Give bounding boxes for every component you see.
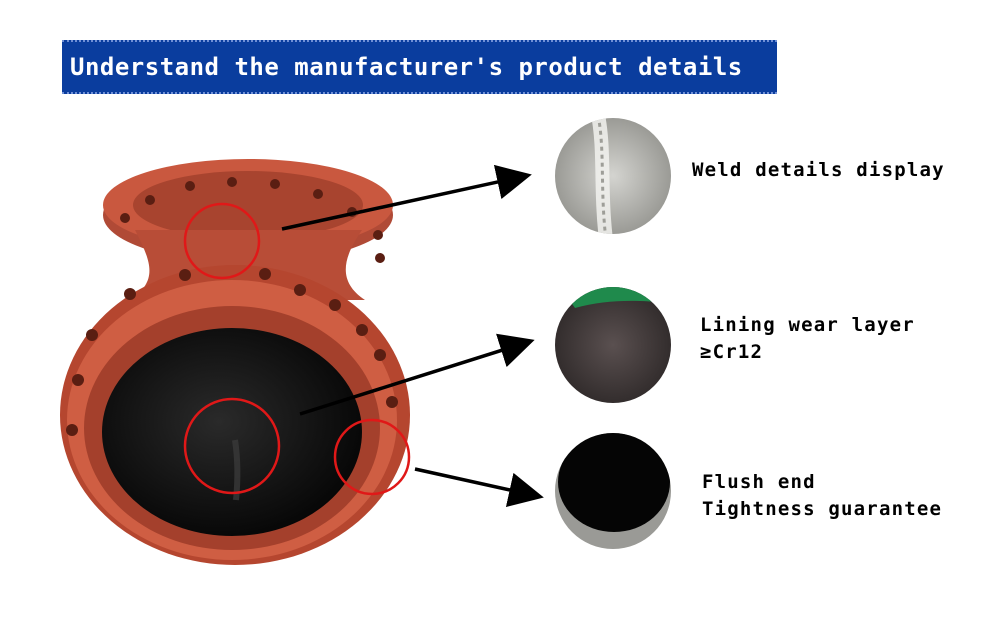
flush-end-arrow — [414, 467, 544, 508]
lining-arrow — [299, 333, 535, 416]
pipe-product — [60, 159, 410, 565]
page-title: Understand the manufacturer's product de… — [70, 53, 743, 81]
lining-highlight-circle — [183, 397, 281, 495]
weld-label-line: Weld details display — [692, 159, 945, 181]
lining-label: Lining wear layer ≥Cr12 — [700, 312, 915, 366]
weld-detail-photo — [555, 118, 671, 234]
flush-end-label: Flush end Tightness guarantee — [702, 469, 942, 523]
lining-label-line-2: ≥Cr12 — [700, 341, 764, 363]
lining-label-line-1: Lining wear layer — [700, 314, 915, 336]
flush-end-detail-photo — [555, 433, 671, 549]
weld-label: Weld details display — [692, 157, 945, 184]
flush-end-highlight-circle — [333, 418, 411, 496]
weld-arrow — [281, 164, 532, 231]
flush-end-label-line-1: Flush end — [702, 471, 816, 493]
wear-layer-detail-photo — [555, 287, 671, 403]
weld-highlight-circle — [183, 202, 261, 280]
inner-lining — [102, 328, 362, 536]
header-banner: Understand the manufacturer's product de… — [62, 40, 777, 94]
flush-end-label-line-2: Tightness guarantee — [702, 498, 943, 520]
